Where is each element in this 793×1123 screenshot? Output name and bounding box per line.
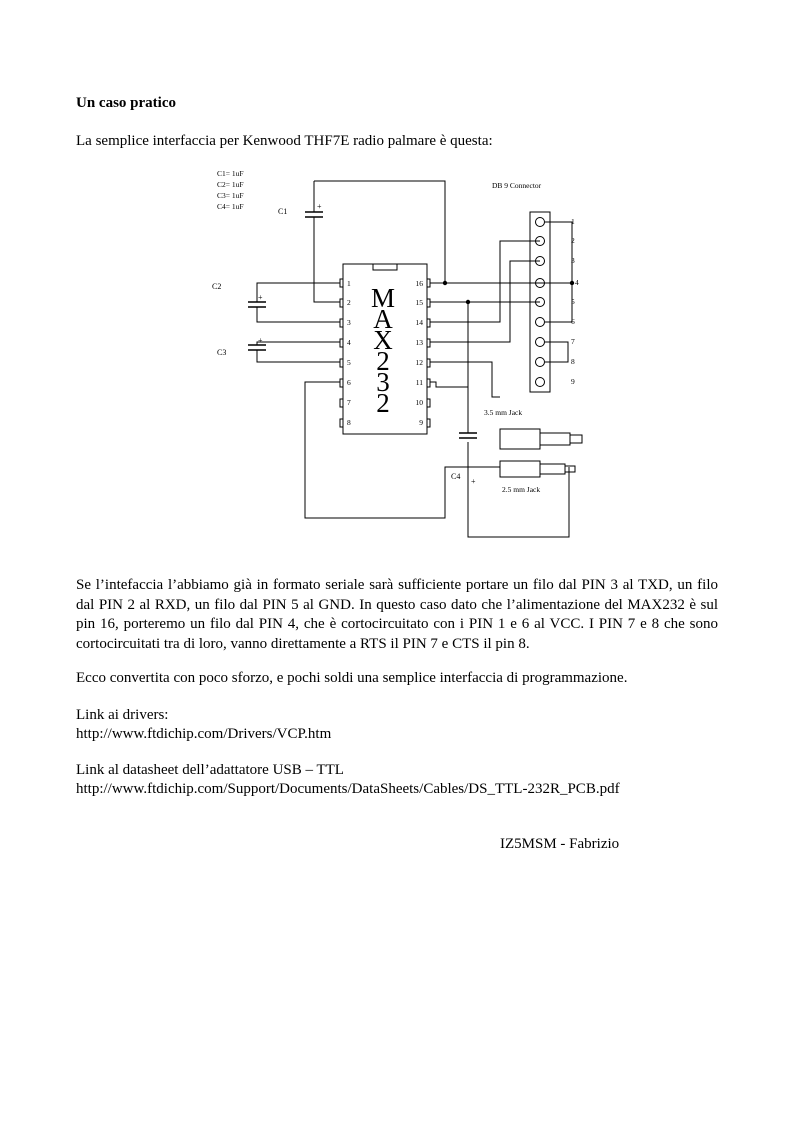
datasheet-label: Link al datasheet dell’adattatore USB – … (76, 762, 344, 778)
db9-pin-label: 2 (571, 236, 575, 245)
drivers-link[interactable]: http://www.ftdichip.com/Drivers/VCP.htm (76, 726, 332, 742)
db9-pin-label: 8 (571, 357, 575, 366)
db9-pin-label: 6 (571, 317, 575, 326)
chip-letter: A (373, 304, 393, 334)
chip-letter: X (373, 325, 393, 355)
chip-letter: 2 (376, 388, 390, 418)
c2-label: C2 (212, 282, 221, 291)
pin-label: 6 (347, 378, 351, 387)
c4-plus: + (471, 477, 476, 486)
pin-label: 9 (419, 418, 423, 427)
intro-text: La semplice interfaccia per Kenwood THF7… (76, 133, 493, 149)
chip-letter: 2 (376, 346, 390, 376)
pin-label: 4 (347, 338, 351, 347)
jack-35-label: 3.5 mm Jack (484, 408, 522, 417)
max232-schematic: C1= 1uF C2= 1uF C3= 1uF C4= 1uF (212, 169, 583, 538)
db9-pin-label: 5 (571, 297, 575, 306)
chip-letter: 3 (376, 367, 390, 397)
signature: IZ5MSM - Fabrizio (500, 836, 620, 852)
chip-letter: M (371, 283, 395, 313)
db9-title: DB 9 Connector (492, 181, 542, 190)
pin-label: 2 (347, 298, 351, 307)
pin-label: 11 (416, 378, 423, 387)
db9-pin-label: 3 (571, 256, 575, 265)
c2-plus: + (258, 293, 263, 302)
drivers-label: Link ai drivers: (76, 707, 169, 723)
pin-label: 12 (416, 358, 424, 367)
pin-label: 14 (416, 318, 424, 327)
paragraph-summary: Ecco convertita con poco sforzo, e pochi… (76, 670, 628, 686)
cap-value-c2: C2= 1uF (217, 180, 244, 189)
cap-value-c1: C1= 1uF (217, 169, 244, 178)
pin-label: 5 (347, 358, 351, 367)
pin-label: 1 (347, 279, 351, 288)
db9-pin-label: 9 (571, 377, 575, 386)
c1-label: C1 (278, 207, 287, 216)
pin-label: 8 (347, 418, 351, 427)
c1-plus: + (317, 202, 322, 211)
pin-label: 7 (347, 398, 351, 407)
pin-label: 10 (416, 398, 424, 407)
pin-label: 3 (347, 318, 351, 327)
pin-label: 13 (416, 338, 424, 347)
db9-pin-label: 4 (575, 278, 579, 287)
pin-label: 16 (416, 279, 424, 288)
cap-value-c3: C3= 1uF (217, 191, 244, 200)
datasheet-link[interactable]: http://www.ftdichip.com/Support/Document… (76, 781, 620, 797)
cap-value-c4: C4= 1uF (217, 202, 244, 211)
c4-label: C4 (451, 472, 460, 481)
db9-pin-label: 1 (571, 217, 575, 226)
db9-pin-label: 7 (571, 337, 575, 346)
paragraph-wiring: Se l’intefaccia l’abbiamo già in formato… (76, 577, 718, 652)
section-heading: Un caso pratico (76, 95, 176, 111)
pin-label: 15 (416, 298, 424, 307)
c3-plus: + (258, 336, 263, 345)
c3-label: C3 (217, 348, 226, 357)
jack-25-label: 2.5 mm Jack (502, 485, 540, 494)
